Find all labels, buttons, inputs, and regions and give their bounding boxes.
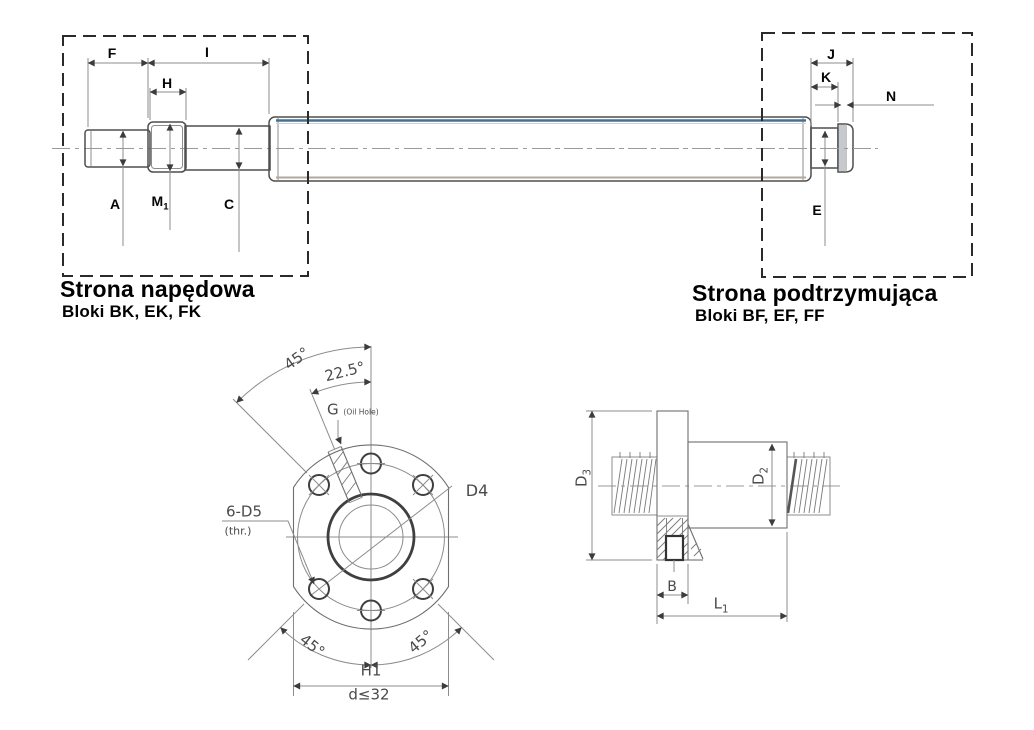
dim-label-e: E: [812, 202, 822, 218]
dim-label-k: K: [820, 69, 832, 85]
support-side-dimensions: [810, 58, 934, 246]
dim-label-a: A: [109, 196, 121, 212]
drive-side-dimensions: [87, 58, 270, 252]
dim-label-j: J: [827, 46, 835, 62]
support-side-subtitle: Bloki BF, EF, FF: [695, 306, 825, 325]
flange-end-view: [222, 343, 495, 696]
dim-label-m1: M1: [151, 192, 169, 213]
dim-label-h1: H1: [360, 661, 382, 680]
dim-label-d2: D2: [749, 466, 771, 486]
dim-label-f: F: [107, 45, 117, 61]
dim-label-h: H: [161, 75, 173, 91]
dim-label-b: B: [667, 579, 677, 595]
shaft-side-view: [52, 116, 878, 182]
shaft-diameter-limit: d≤32: [348, 685, 390, 704]
oil-hole-label: G (Oil Hole): [327, 400, 379, 419]
nut-section-view: [586, 410, 842, 624]
dim-label-i: I: [205, 44, 209, 60]
drive-side-boundary: [62, 35, 309, 277]
dim-label-d3: D3: [572, 468, 594, 488]
drive-side-subtitle: Bloki BK, EK, FK: [62, 302, 202, 321]
dim-label-n: N: [885, 88, 897, 104]
support-side-boundary: [761, 32, 973, 278]
dim-label-c: C: [223, 196, 235, 212]
bolt-holes-note: (thr.): [224, 524, 252, 538]
dim-label-l1: L1: [713, 594, 729, 616]
drive-side-title: Strona napędowa: [60, 276, 255, 302]
support-side-title: Strona podtrzymująca: [692, 280, 938, 306]
bolt-holes-label: 6-D5: [225, 502, 263, 521]
dim-label-d4: D4: [465, 481, 489, 500]
